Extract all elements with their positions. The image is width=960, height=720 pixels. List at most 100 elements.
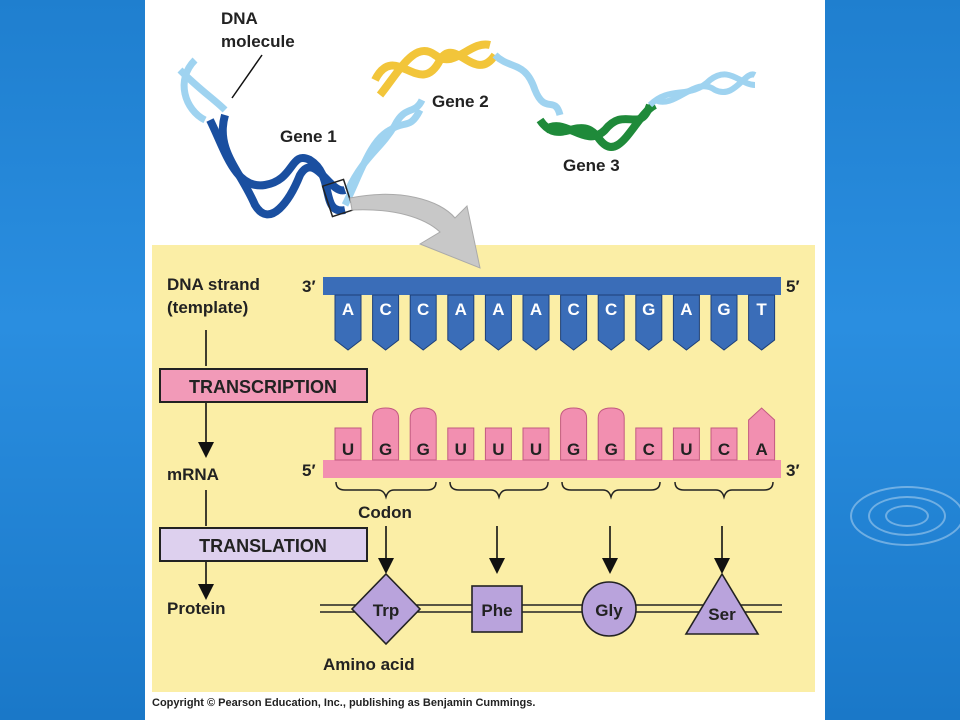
mrna-base: U <box>455 440 467 459</box>
mrna-base-tab <box>409 407 437 461</box>
template-base: C <box>605 300 617 319</box>
strand-start-light-2 <box>177 67 228 113</box>
template-base: C <box>379 300 391 319</box>
template-base-tab <box>597 294 625 351</box>
mrna-base: A <box>755 440 767 459</box>
amino-acid-trp-shape <box>350 572 422 646</box>
template-base-tab <box>522 294 550 351</box>
amino-acid-phe: Phe <box>481 601 512 620</box>
dna-molecule <box>177 40 757 219</box>
template-base: A <box>680 300 692 319</box>
template-base: G <box>642 300 655 319</box>
gene1-label: Gene 1 <box>280 127 337 146</box>
mrna-base: G <box>567 440 580 459</box>
amino-acid-gly-shape <box>581 581 637 637</box>
gene2-label: Gene 2 <box>432 92 489 111</box>
decor-ripple-3 <box>850 486 960 546</box>
template-base-tab <box>748 294 776 351</box>
mrna-base-tab <box>334 427 362 461</box>
gene3-label: Gene 3 <box>563 156 620 175</box>
mrna-base-tab <box>484 427 512 461</box>
translation-label: TRANSLATION <box>199 536 327 556</box>
translation-box <box>159 527 368 562</box>
template-base-tab <box>372 294 400 351</box>
mrna-base: U <box>680 440 692 459</box>
template-5prime: 5′ <box>786 277 800 296</box>
strand-start-light <box>180 57 207 124</box>
mrna-base: U <box>492 440 504 459</box>
codon-brace-4 <box>674 481 774 500</box>
mrna-base: U <box>530 440 542 459</box>
light-strand-2 <box>492 52 564 117</box>
mrna-label: mRNA <box>167 465 219 484</box>
template-base: A <box>530 300 542 319</box>
codon-label: Codon <box>358 503 412 522</box>
gene2-strand-b <box>376 40 491 98</box>
amino-acid-gly: Gly <box>595 601 623 620</box>
mrna-backbone <box>323 460 781 478</box>
template-base: A <box>492 300 504 319</box>
gene3-strand-b <box>542 103 654 141</box>
protein-label: Protein <box>167 599 226 618</box>
template-3prime: 3′ <box>302 277 316 296</box>
codon-brace-2 <box>449 481 549 500</box>
template-base: A <box>455 300 467 319</box>
dna-molecule-label-1: DNA <box>221 9 258 28</box>
template-label-2: (template) <box>167 298 248 317</box>
gene1-strand-b <box>218 113 347 219</box>
mrna-base-tab <box>560 407 588 461</box>
template-label-1: DNA strand <box>167 275 260 294</box>
mrna-base: G <box>605 440 618 459</box>
template-base-tab <box>710 294 738 351</box>
template-base: T <box>756 300 767 319</box>
mrna-base: U <box>342 440 354 459</box>
template-base: C <box>567 300 579 319</box>
template-base: A <box>342 300 354 319</box>
mrna-base-tab <box>597 407 625 461</box>
mrna-base: G <box>417 440 430 459</box>
amino-acid-label: Amino acid <box>323 655 415 674</box>
template-base-tab <box>484 294 512 351</box>
mrna-base: C <box>718 440 730 459</box>
amino-acid-ser-shape <box>684 572 760 635</box>
template-base: G <box>717 300 730 319</box>
template-base-tab <box>560 294 588 351</box>
dna-molecule-leader <box>231 54 263 99</box>
codon-brace-1 <box>335 481 437 500</box>
light-strand-mid-b <box>344 98 426 192</box>
mrna-base: G <box>379 440 392 459</box>
codon-braces <box>335 481 774 500</box>
dna-molecule-label-2: molecule <box>221 32 295 51</box>
mrna-base-tab <box>748 407 776 461</box>
codon-brace-3 <box>561 481 661 500</box>
amino-acid-phe-shape <box>471 585 523 633</box>
template-base-tab <box>447 294 475 351</box>
mrna-base-tab <box>522 427 550 461</box>
template-base-tab <box>409 294 437 351</box>
template-backbone <box>323 277 781 295</box>
mrna-base-tab <box>672 427 700 461</box>
zoom-box <box>321 178 355 218</box>
template-base: C <box>417 300 429 319</box>
light-strand-mid <box>341 108 424 207</box>
mrna-base-tab <box>372 407 400 461</box>
template-base-tab <box>672 294 700 351</box>
template-base-tab <box>334 294 362 351</box>
amino-acid-trp: Trp <box>373 601 399 620</box>
template-base-tab <box>635 294 663 351</box>
copyright-text: Copyright © Pearson Education, Inc., pub… <box>152 697 536 709</box>
mrna-base-tab <box>635 427 663 461</box>
mrna-5prime: 5′ <box>302 461 316 480</box>
zoom-arrow <box>349 193 481 269</box>
mrna-base-tab <box>447 427 475 461</box>
transcription-label: TRANSCRIPTION <box>189 377 337 397</box>
strand-end-light-b <box>653 71 757 105</box>
mrna-base-tab <box>710 427 738 461</box>
mrna-base: C <box>643 440 655 459</box>
transcription-box <box>159 368 368 403</box>
mrna-3prime: 3′ <box>786 461 800 480</box>
amino-acid-ser: Ser <box>708 605 736 624</box>
